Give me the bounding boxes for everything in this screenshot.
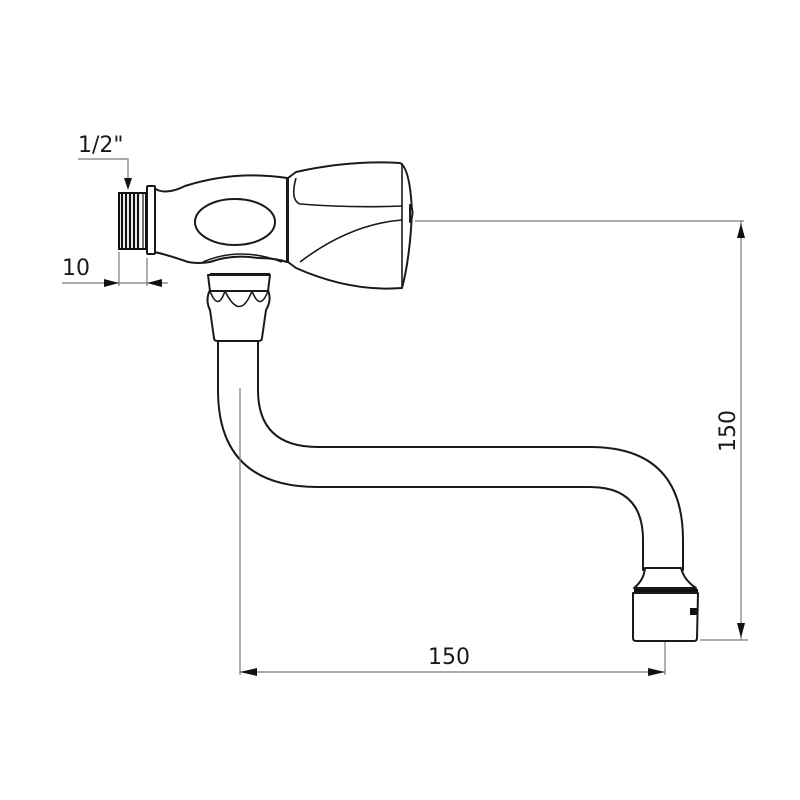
height-label: 150 (716, 410, 741, 452)
handle (287, 161, 414, 290)
dimension-height: 150 (415, 220, 748, 641)
body-oval-recess (194, 198, 276, 246)
dimension-thread-length: 10 (62, 252, 168, 287)
dimension-thread-size: 1/2" (78, 133, 132, 190)
spout-pipe (217, 337, 684, 571)
union-nut (206, 273, 271, 342)
aerator-outlet (632, 567, 699, 642)
thread-size-label: 1/2" (78, 133, 124, 158)
threaded-inlet (118, 192, 147, 250)
thread-length-label: 10 (62, 256, 90, 281)
dimension-reach: 150 (239, 388, 666, 676)
valve-body (153, 174, 288, 264)
reach-label: 150 (428, 645, 470, 670)
flange (146, 185, 156, 255)
